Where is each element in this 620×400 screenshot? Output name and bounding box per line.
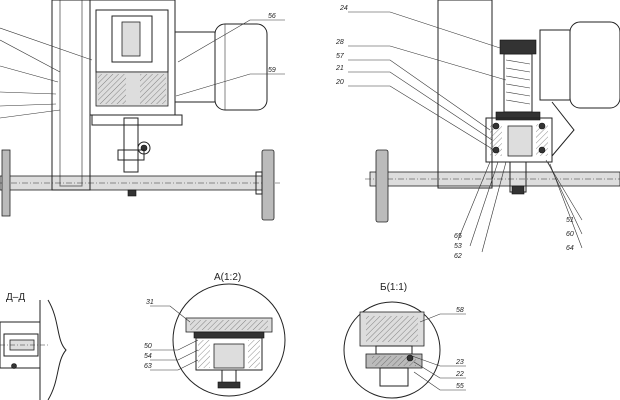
- left-assembly-view: [0, 0, 285, 221]
- section-dd-view: [0, 299, 67, 400]
- motor-body: [174, 31, 216, 103]
- detail-a-circle: [172, 283, 286, 397]
- callout-21: 21: [335, 65, 344, 72]
- callout-64: 64: [566, 245, 574, 252]
- vertical-plate: [51, 0, 91, 191]
- detail-b-view: [343, 301, 466, 399]
- callout-62: 62: [454, 253, 462, 260]
- callout-22: 22: [455, 371, 464, 378]
- callout-51: 51: [566, 217, 574, 224]
- right-view-wheel: [375, 149, 389, 223]
- callout-50: 50: [144, 343, 152, 350]
- callout-53: 53: [454, 243, 462, 250]
- view-title-b: Б(1:1): [380, 282, 407, 293]
- callout-20: 20: [335, 79, 344, 86]
- right-assembly-view: [348, 0, 620, 253]
- callout-56: 56: [268, 13, 276, 20]
- callout-23: 23: [455, 359, 464, 366]
- callout-28: 28: [335, 39, 344, 46]
- callout-31: 31: [146, 299, 154, 306]
- callout-54: 54: [144, 353, 152, 360]
- callout-60: 60: [566, 231, 574, 238]
- view-title-dd: Д–Д: [6, 292, 25, 303]
- callout-58: 58: [456, 307, 464, 314]
- callout-59: 59: [268, 67, 276, 74]
- detail-b-circle: [343, 301, 441, 399]
- support-post: [123, 117, 139, 173]
- callout-57: 57: [336, 53, 345, 60]
- callout-65: 65: [454, 233, 462, 240]
- right-wheel-flange: [261, 149, 275, 221]
- spring-cap: [499, 39, 537, 55]
- left-wheel-flange: [1, 149, 11, 217]
- callout-55: 55: [456, 383, 464, 390]
- right-vertical-plate: [437, 0, 493, 189]
- detail-a-view: [150, 283, 286, 397]
- callout-24: 24: [339, 5, 348, 12]
- right-view-motor: [569, 21, 620, 109]
- view-title-a: A(1:2): [214, 272, 241, 283]
- callout-63: 63: [144, 363, 152, 370]
